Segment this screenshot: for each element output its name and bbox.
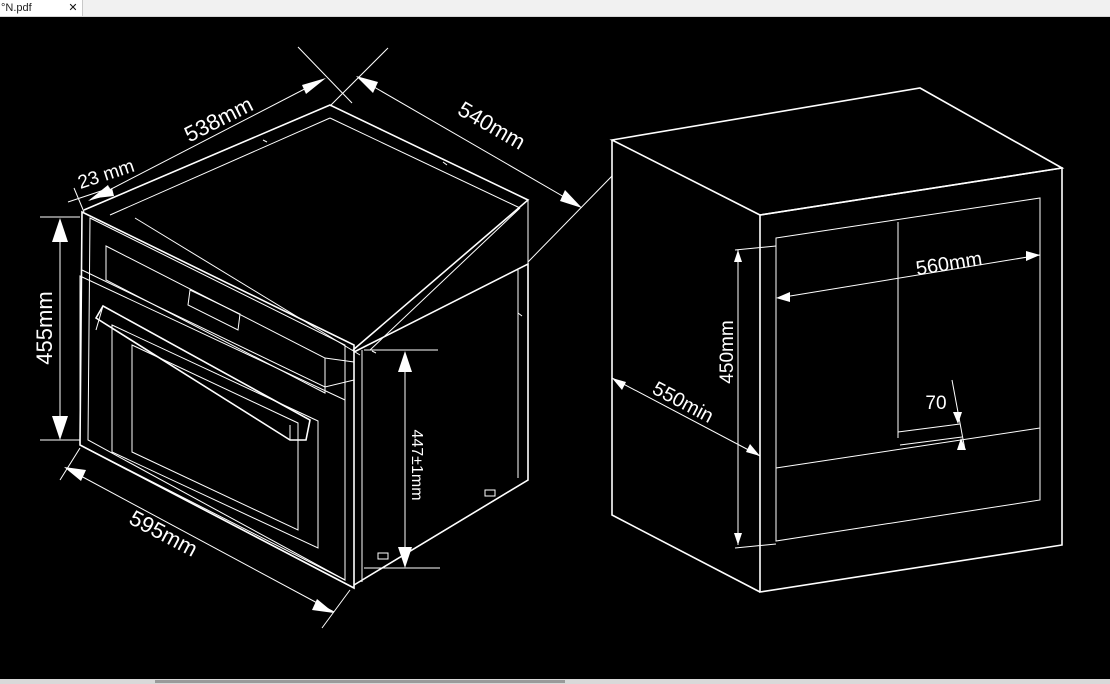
top-mark	[442, 161, 448, 166]
panel-edge	[324, 357, 355, 363]
arrow	[312, 599, 334, 613]
arrow	[398, 547, 412, 568]
cabinet-side	[611, 140, 761, 593]
tab-bar: °N.pdf ✕	[0, 0, 1110, 17]
oven-drawing: 538mm 540mm 23 mm 455mm 595mm 447±1mm	[32, 46, 613, 629]
dim-label-width: 595mm	[125, 505, 202, 562]
dim-label-vent: 70	[925, 393, 946, 414]
arrow	[96, 188, 114, 198]
oven-front-panel	[79, 210, 355, 590]
vent-slot	[377, 552, 389, 560]
cabinet-front	[759, 167, 1063, 593]
cabinet-drawing: 560mm 450mm 550min 70	[609, 87, 1065, 593]
oven-door	[79, 275, 346, 581]
cabinet-top	[609, 87, 1065, 216]
scrollbar-thumb[interactable]	[155, 680, 565, 683]
dim-label-niche-height: 450mm	[717, 320, 738, 383]
dim-label-side-height: 447±1mm	[408, 429, 425, 500]
dim-label-niche-width: 560mm	[914, 248, 983, 280]
top-mark	[262, 139, 268, 143]
niche-shelf	[775, 427, 1041, 469]
display-window	[187, 289, 241, 331]
dim-label-height: 455mm	[32, 291, 57, 364]
dim-label-depth-side: 540mm	[454, 96, 530, 154]
oven-door-handle	[94, 304, 311, 441]
tab-title: °N.pdf	[1, 2, 32, 14]
arrow	[560, 190, 582, 208]
oven-installation-drawing: 538mm 540mm 23 mm 455mm 595mm 447±1mm	[32, 46, 1065, 629]
dim-line-595	[65, 467, 335, 613]
arrow	[612, 378, 626, 390]
oven-top-inner-edge	[109, 117, 331, 216]
close-icon[interactable]: ✕	[68, 2, 78, 14]
arrow	[746, 444, 760, 456]
arrow	[52, 218, 68, 242]
ext-line	[59, 447, 81, 481]
oven-side-face	[353, 262, 529, 586]
dim-line-23	[67, 187, 111, 203]
ext-line	[73, 187, 85, 213]
pdf-viewer: 538mm 540mm 23 mm 455mm 595mm 447±1mm	[0, 17, 1110, 679]
arrow	[957, 438, 966, 450]
top-mark	[371, 350, 377, 354]
vent-slot	[484, 489, 496, 497]
dim-line-560	[777, 254, 1041, 299]
arrow	[734, 533, 742, 545]
dim-line-550	[611, 377, 761, 457]
cabinet-niche	[775, 197, 1041, 542]
arrow	[64, 467, 86, 481]
oven-top-outline	[83, 104, 530, 351]
handle-end	[95, 305, 104, 331]
oven-door-window	[111, 324, 319, 549]
vent-line	[899, 436, 963, 446]
oven-top-front-edge	[134, 217, 361, 356]
dim-label-depth-top: 538mm	[180, 92, 257, 148]
display-panel	[105, 245, 326, 394]
ext-line	[297, 46, 353, 104]
arrow	[1026, 251, 1040, 261]
vent-line	[897, 423, 961, 433]
dim-line-540	[361, 79, 579, 206]
oven-top-inner-edge-2	[329, 117, 521, 209]
arrow	[776, 292, 790, 302]
dim-line-538	[89, 79, 323, 201]
arrow	[302, 78, 326, 94]
oven-top-back-edge	[369, 207, 521, 351]
ext-line	[321, 589, 351, 629]
arrow	[356, 76, 378, 93]
document-tab[interactable]: °N.pdf ✕	[0, 0, 83, 16]
arrow	[398, 351, 412, 372]
side-mark	[517, 312, 523, 317]
ext-line	[734, 543, 777, 549]
arrow	[953, 412, 962, 424]
horizontal-scrollbar[interactable]	[0, 679, 1110, 684]
arrow	[734, 250, 742, 262]
connector-line	[527, 175, 613, 263]
oven-door-glass	[131, 344, 299, 531]
arrow	[52, 416, 68, 440]
ext-line	[734, 245, 777, 251]
